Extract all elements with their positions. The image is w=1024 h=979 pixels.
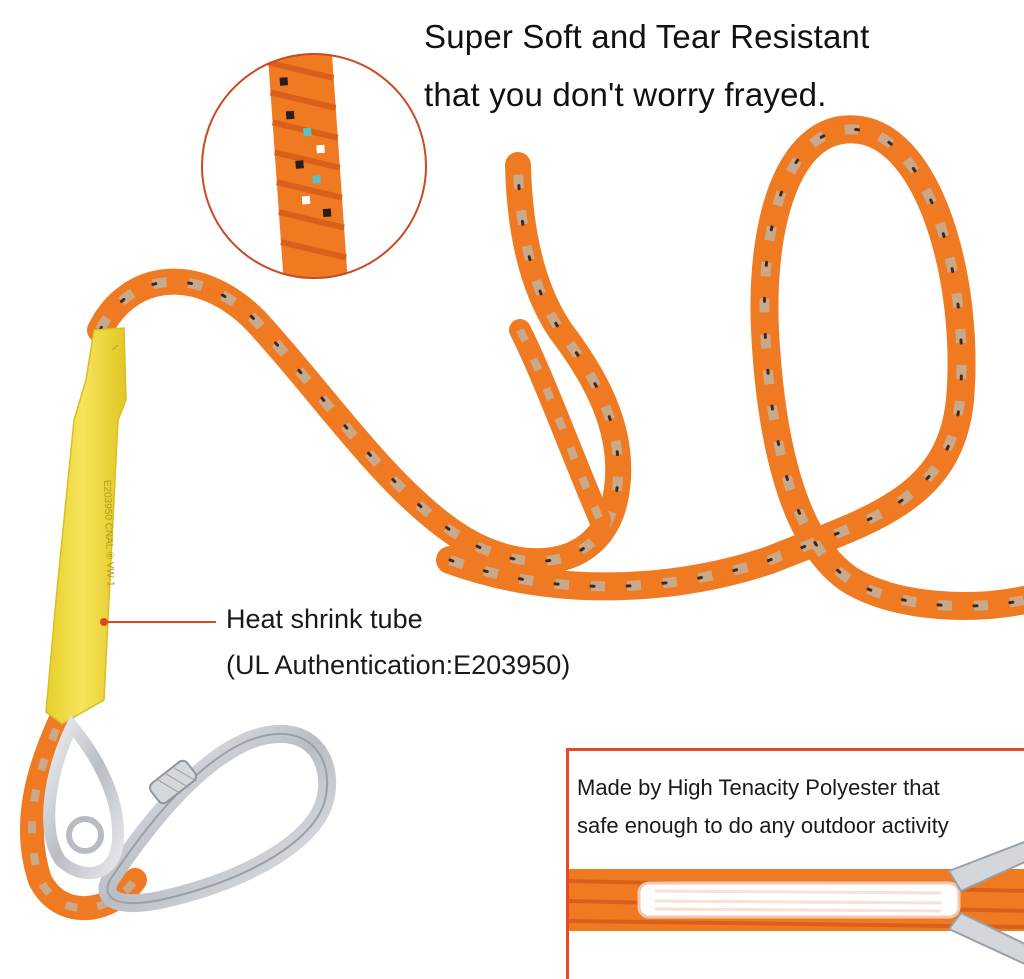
detail-line-2: safe enough to do any outdoor activity [577,813,949,838]
carabiner [98,725,337,912]
callout-line-2: (UL Authentication:E203950) [226,650,571,680]
rope [19,115,1024,921]
callout-line-1: Heat shrink tube [226,604,423,634]
heat-shrink-tube: E203950 CNAL ® VW-1 [45,327,127,725]
heat-shrink-callout: Heat shrink tube (UL Authentication:E203… [226,596,570,688]
headline-line-1: Super Soft and Tear Resistant [424,18,870,55]
callout-leader [100,618,216,626]
headline: Super Soft and Tear Resistant that you d… [424,8,869,124]
detail-line-1: Made by High Tenacity Polyester that [577,775,940,800]
svg-text:E203950 CNAL ® VW-1: E203950 CNAL ® VW-1 [101,480,116,588]
thimble [43,715,125,879]
rope-zoom-circle [201,53,427,279]
detail-text: Made by High Tenacity Polyester that saf… [577,769,949,845]
material-detail-box: Made by High Tenacity Polyester that saf… [566,748,1024,979]
rope-splice-closeup [569,841,1024,965]
headline-line-2: that you don't worry frayed. [424,76,827,113]
